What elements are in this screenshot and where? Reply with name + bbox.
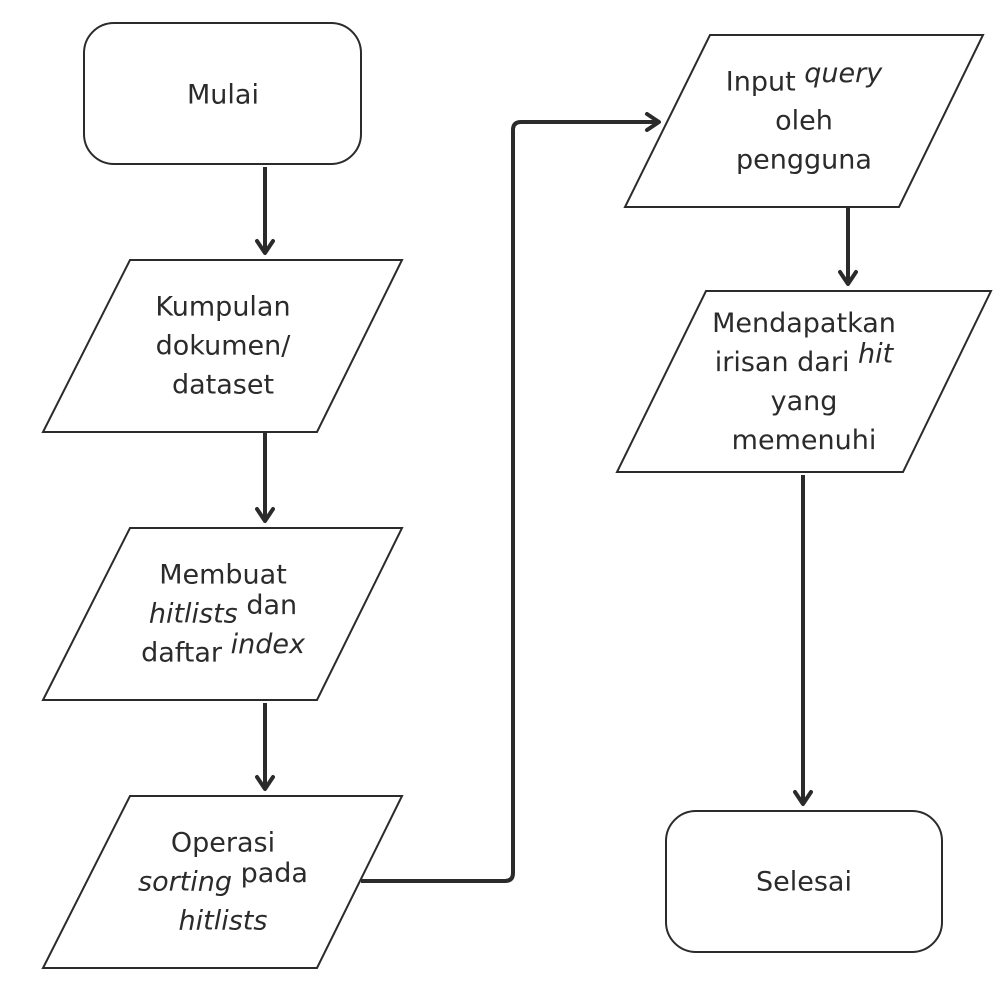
label-segment: irisan dari <box>715 347 858 378</box>
data-parallelogram-shape <box>41 259 404 433</box>
data-parallelogram-shape <box>623 34 985 208</box>
label-segment: Mendapatkan <box>712 308 896 339</box>
label-segment: hit <box>858 339 895 370</box>
node-label: Operasi sorting pada hitlists <box>138 828 308 937</box>
label-segment: dataset <box>172 370 274 401</box>
node-kumpulan-dokumen: Kumpulan dokumen/dataset <box>41 259 404 433</box>
label-segment: daftar <box>141 638 231 669</box>
label-segment: hitlists <box>179 906 268 937</box>
node-mulai: Mulai <box>83 22 362 165</box>
flow-arrow-operasi-sorting-to-input-query <box>361 112 661 883</box>
data-parallelogram-shape <box>41 795 404 969</box>
label-segment: hitlists <box>149 599 238 630</box>
data-parallelogram-shape <box>41 527 404 701</box>
label-segment: pengguna <box>736 145 872 176</box>
label-segment: Input <box>726 67 805 98</box>
label-segment: Selesai <box>756 867 852 898</box>
label-segment: dokumen/ <box>156 331 292 362</box>
label-segment: query <box>804 58 883 89</box>
label-segment: memenuhi <box>732 425 877 456</box>
node-label: Mulai <box>187 80 259 111</box>
label-segment: Membuat <box>159 560 287 591</box>
node-label: Kumpulan dokumen/dataset <box>155 292 291 401</box>
node-input-query: Input query oleh pengguna <box>623 34 985 208</box>
label-segment: Kumpulan <box>155 292 290 323</box>
label-segment: sorting <box>138 867 232 898</box>
label-segment: Operasi <box>171 828 275 859</box>
label-segment: Mulai <box>187 80 259 111</box>
label-segment: oleh <box>775 106 833 137</box>
node-operasi-sorting: Operasi sorting pada hitlists <box>41 795 404 969</box>
label-segment: index <box>231 629 306 660</box>
terminator-shape <box>665 810 943 953</box>
label-segment: pada <box>232 858 308 889</box>
label-segment: dan <box>238 590 297 621</box>
node-label: Selesai <box>756 867 852 898</box>
terminator-shape <box>83 22 362 165</box>
node-selesai: Selesai <box>665 810 943 953</box>
node-label: Input query oleh pengguna <box>726 58 883 176</box>
data-parallelogram-shape <box>615 290 993 473</box>
label-segment: yang <box>771 386 838 417</box>
